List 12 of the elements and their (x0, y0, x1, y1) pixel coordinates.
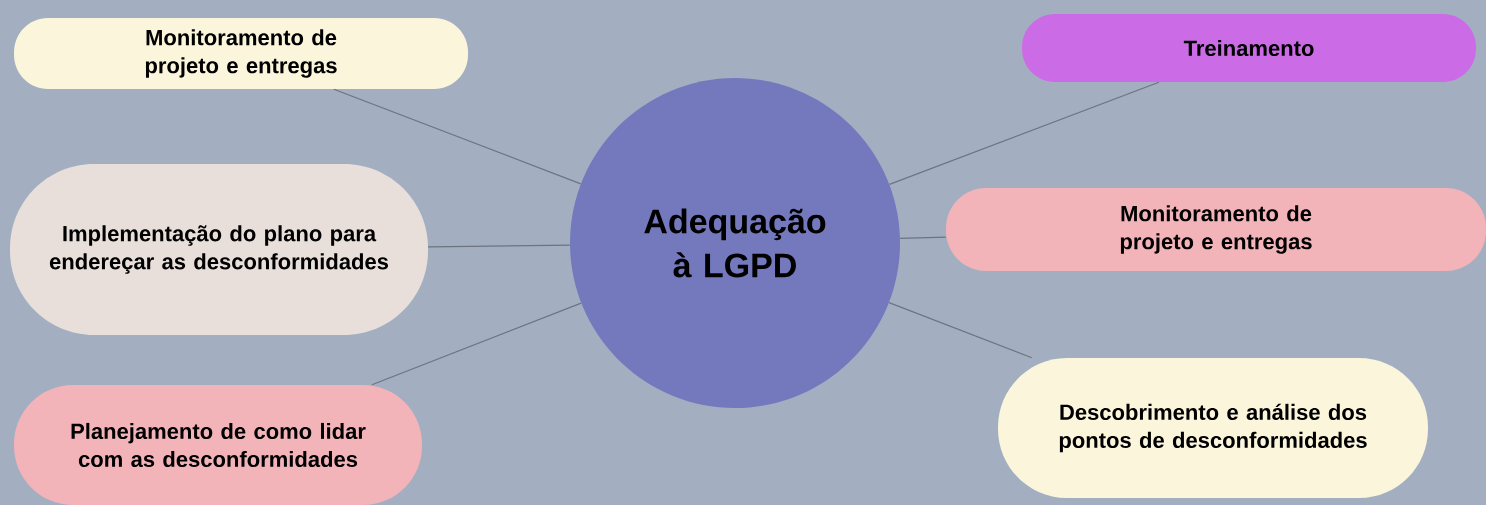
topic-box: Monitoramento de projeto e entregas (14, 18, 468, 89)
topic-box: Monitoramento de projeto e entregas (946, 188, 1486, 271)
topic-box: Treinamento (1022, 14, 1476, 82)
connector-line (427, 244, 571, 248)
connector-line (371, 302, 582, 386)
topic-box: Implementação do plano para endereçar as desconformidades (10, 164, 428, 335)
connector-line (888, 81, 1160, 185)
connector-line (333, 88, 582, 185)
connector-line (899, 236, 947, 239)
topic-box: Descobrimento e análise dos pontos de desconformidades (998, 358, 1428, 498)
topic-box: Planejamento de como lidar com as desconformidades (14, 385, 422, 505)
connector-line (888, 302, 1033, 359)
